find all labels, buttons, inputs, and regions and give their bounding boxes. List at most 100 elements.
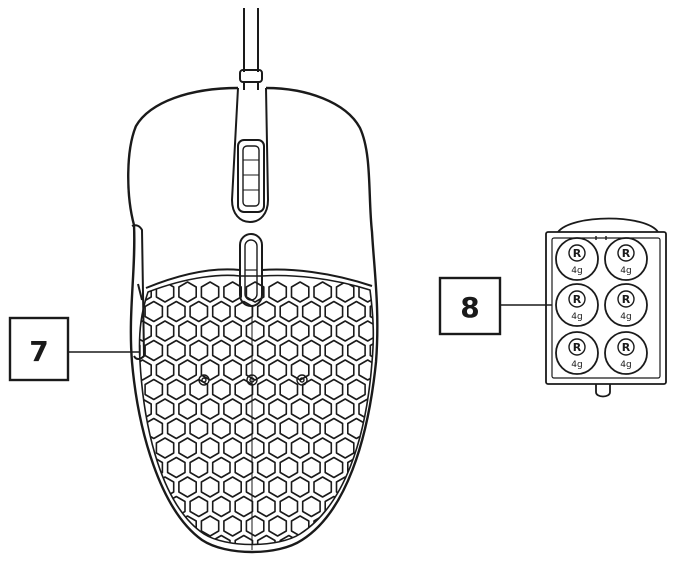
honeycomb-cell xyxy=(211,417,231,440)
honeycomb-cell xyxy=(324,534,344,545)
honeycomb-cell xyxy=(111,516,128,536)
honeycomb-cell xyxy=(268,281,288,303)
honeycomb-cell xyxy=(279,339,299,362)
callout-7: 7 xyxy=(8,316,140,382)
weight-logo-ring xyxy=(617,338,635,356)
weight-disc xyxy=(604,237,648,281)
honeycomb-cell xyxy=(166,339,186,362)
honeycomb-cell xyxy=(290,437,310,459)
honeycomb-cell xyxy=(382,438,399,458)
honeycomb-cell xyxy=(335,281,355,303)
honeycomb-cell xyxy=(245,320,265,342)
honeycomb-cell xyxy=(111,321,128,341)
weight-logo: R xyxy=(622,341,631,354)
honeycomb-cell xyxy=(346,495,366,518)
side-button-divider xyxy=(137,283,143,301)
honeycomb-cutouts xyxy=(111,281,399,545)
weight-item: R4g xyxy=(604,283,648,327)
honeycomb-cell xyxy=(200,320,220,342)
honeycomb-cell xyxy=(211,339,231,362)
weight-logo-ring xyxy=(617,290,635,308)
weight-label: 4g xyxy=(620,312,631,322)
honeycomb-cell xyxy=(200,437,220,459)
honeycomb-cell xyxy=(313,437,333,459)
honeycomb-cell xyxy=(256,495,276,518)
weight-label: 4g xyxy=(571,266,582,276)
callout-7-label: 7 xyxy=(29,335,48,368)
honeycomb-cell xyxy=(279,456,299,479)
honeycomb-cell xyxy=(279,300,299,323)
honeycomb-cell xyxy=(189,495,209,518)
honeycomb-cell xyxy=(301,456,321,479)
shell-screws xyxy=(198,374,308,386)
honeycomb-cell xyxy=(335,359,355,381)
honeycomb-cell xyxy=(313,281,333,303)
honeycomb-cell xyxy=(382,282,399,302)
honeycomb-cell xyxy=(358,359,374,381)
honeycomb-cell xyxy=(200,515,220,537)
honeycomb-cell xyxy=(144,495,164,518)
center-groove xyxy=(231,87,269,223)
honeycomb-cell xyxy=(139,534,141,545)
honeycomb-cell xyxy=(313,476,333,498)
honeycomb-cell xyxy=(178,281,197,303)
honeycomb-cell xyxy=(324,456,344,479)
callout-7-box xyxy=(8,316,70,382)
honeycomb-cell xyxy=(313,359,333,381)
callout-8-label: 8 xyxy=(460,291,479,324)
weight-logo-ring xyxy=(568,290,586,308)
weight-disc xyxy=(555,331,599,375)
honeycomb-cell xyxy=(358,515,374,537)
honeycomb-cell xyxy=(369,339,374,362)
honeycomb-cell xyxy=(234,417,254,440)
honeycomb-cell xyxy=(346,378,366,401)
honeycomb-cell xyxy=(324,417,344,440)
honeycomb-cell xyxy=(369,456,374,479)
honeycomb-cell xyxy=(301,339,321,362)
weight-case-inner xyxy=(551,237,661,379)
honeycomb-cell xyxy=(324,378,344,401)
honeycomb-cell xyxy=(223,281,242,303)
honeycomb-cell xyxy=(301,300,321,323)
honeycomb-cell xyxy=(155,398,175,420)
honeycomb-cell xyxy=(290,398,310,420)
honeycomb-cell xyxy=(178,320,197,342)
weight-logo: R xyxy=(573,247,582,260)
honeycomb-cell xyxy=(178,359,197,381)
honeycomb-cell xyxy=(223,515,242,537)
honeycomb-cell xyxy=(155,359,175,381)
honeycomb-cell xyxy=(178,476,197,498)
honeycomb-cell xyxy=(178,398,197,420)
honeycomb-cell xyxy=(189,417,209,440)
honeycomb-cell xyxy=(382,477,399,497)
honeycomb-cell xyxy=(382,360,399,380)
honeycomb-cell xyxy=(111,399,128,419)
weight-disc xyxy=(604,283,648,327)
honeycomb-cell xyxy=(234,378,254,401)
honeycomb-cell xyxy=(234,495,254,518)
honeycomb-cell xyxy=(268,476,288,498)
honeycomb-cell xyxy=(234,456,254,479)
honeycomb-cell xyxy=(200,359,220,381)
honeycomb-cell xyxy=(166,456,186,479)
weight-disc xyxy=(604,331,648,375)
honeycomb-cell xyxy=(211,456,231,479)
honeycomb-cell xyxy=(155,515,175,537)
weight-item: R4g xyxy=(555,331,599,375)
honeycomb-cell xyxy=(369,300,374,323)
honeycomb-cell xyxy=(324,300,344,323)
weight-item: R4g xyxy=(555,283,599,327)
honeycomb-cell xyxy=(279,495,299,518)
honeycomb-cell xyxy=(256,417,276,440)
weight-logo-ring xyxy=(617,244,635,262)
weight-label: 4g xyxy=(571,312,582,322)
honeycomb-cell xyxy=(313,398,333,420)
button-shell-edge-right xyxy=(261,268,373,287)
honeycomb-cell xyxy=(139,339,141,362)
honeycomb-cell xyxy=(245,281,265,303)
honeycomb-cell xyxy=(290,281,310,303)
honeycomb-cell xyxy=(189,339,209,362)
weight-label: 4g xyxy=(620,266,631,276)
